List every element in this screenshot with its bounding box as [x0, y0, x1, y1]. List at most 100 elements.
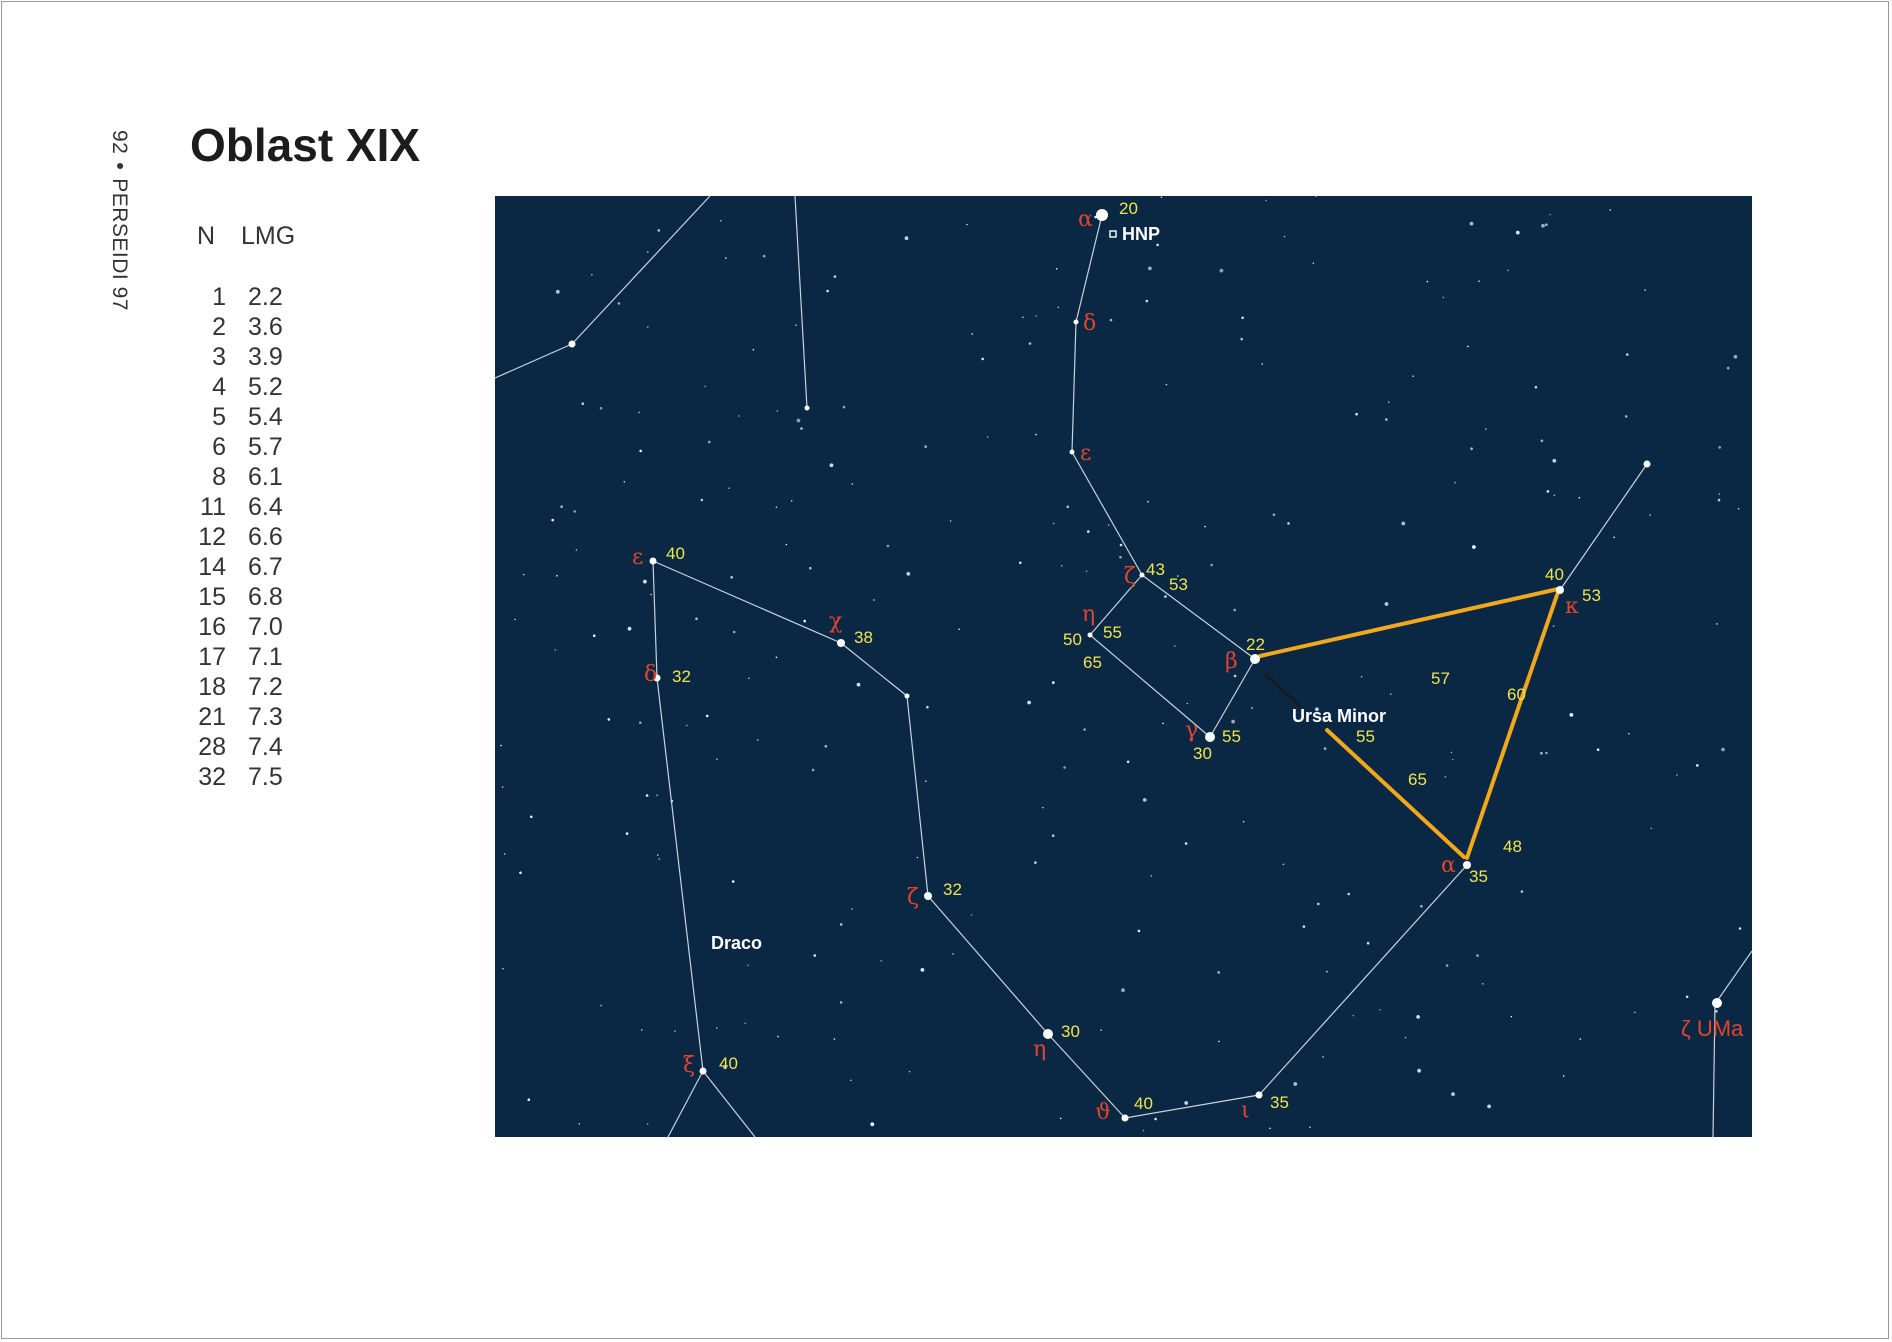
background-star [1718, 493, 1721, 495]
magnitude-labels: 2043535550652255304053576055654835403832… [666, 199, 1601, 1113]
star [804, 405, 810, 411]
background-star [1315, 196, 1318, 197]
cell-n: 17 [198, 643, 226, 671]
magnitude-label: 40 [666, 544, 685, 563]
line-dra-eps-delta [652, 560, 658, 679]
magnitude-label: 60 [1507, 685, 1526, 704]
background-star [1121, 988, 1125, 992]
cell-n: 11 [200, 493, 226, 521]
greek-label: χ [829, 609, 842, 634]
background-star [920, 968, 925, 972]
background-star [757, 739, 759, 741]
background-star [1552, 625, 1555, 627]
background-star [527, 1098, 531, 1101]
star [1205, 732, 1215, 742]
background-star [958, 628, 960, 631]
background-star [833, 1038, 836, 1040]
background-star [514, 618, 516, 621]
background-star [1379, 1009, 1381, 1011]
background-star [716, 758, 718, 760]
cell-n: 1 [212, 283, 226, 311]
background-star [1541, 223, 1545, 228]
background-star [704, 385, 706, 388]
background-star [1027, 700, 1031, 705]
cell-lmg: 3.9 [248, 343, 283, 371]
header-n: N [196, 222, 216, 250]
magnitude-label: 38 [854, 628, 873, 647]
background-star [926, 705, 929, 709]
background-star [1233, 608, 1236, 612]
background-star [952, 953, 954, 955]
background-star [1545, 751, 1548, 755]
background-star [1323, 747, 1327, 750]
background-star [623, 481, 626, 483]
background-star [925, 780, 927, 782]
background-star [1644, 289, 1646, 291]
background-star [555, 289, 560, 294]
star [904, 693, 910, 699]
line-dra-theta-iota [1124, 1094, 1260, 1119]
background-star [1309, 1126, 1311, 1128]
background-star [839, 1001, 843, 1004]
background-star [592, 634, 596, 637]
background-star [1404, 1036, 1407, 1039]
star [699, 1067, 707, 1075]
magnitude-label: 20 [1119, 199, 1138, 218]
background-star [790, 500, 793, 502]
greek-label: δ [1083, 311, 1096, 336]
background-star [1718, 446, 1721, 449]
line-kappa-out [1559, 463, 1648, 591]
background-star [1119, 555, 1122, 559]
background-star [1384, 602, 1389, 606]
cell-lmg: 6.7 [248, 553, 283, 581]
line-dra-delta-xi [656, 677, 704, 1072]
running-head: 92•PERSEIDI 97 [107, 130, 131, 311]
background-star [1469, 221, 1474, 226]
background-star [501, 786, 504, 788]
background-star [643, 579, 647, 584]
magnitude-label: 40 [719, 1054, 738, 1073]
background-star [1251, 707, 1253, 709]
background-star [1177, 575, 1179, 577]
book-title: PERSEIDI 97 [108, 178, 131, 311]
background-star [1063, 766, 1066, 769]
background-star [1649, 514, 1651, 516]
background-star [1165, 383, 1168, 386]
magnitude-label: 40 [1134, 1094, 1153, 1113]
background-star [647, 326, 649, 328]
background-star [1326, 970, 1328, 973]
background-star [638, 411, 640, 414]
background-star [639, 721, 642, 724]
background-star [886, 544, 890, 548]
background-star [839, 923, 843, 926]
background-star [1569, 713, 1574, 717]
background-star [873, 599, 875, 601]
background-star [1145, 299, 1149, 303]
star [1087, 632, 1093, 638]
cell-n: 5 [212, 403, 226, 431]
star [649, 557, 657, 565]
background-star [809, 566, 812, 570]
background-star [1126, 760, 1130, 764]
background-star [1261, 363, 1263, 365]
background-star [1444, 776, 1447, 778]
cell-lmg: 2.2 [248, 283, 283, 311]
background-star [1426, 280, 1429, 283]
background-star [1315, 707, 1319, 712]
background-star [1109, 318, 1113, 322]
background-star [1066, 505, 1070, 509]
line-umi-gamma-beta [1209, 658, 1256, 738]
background-star [1417, 1068, 1421, 1073]
background-star [1552, 458, 1557, 463]
background-star [715, 1027, 718, 1029]
background-star [1055, 268, 1058, 270]
background-star [551, 518, 554, 522]
line-dra-x-zeta [906, 695, 929, 897]
background-star [1470, 447, 1473, 450]
background-star [1562, 1075, 1565, 1077]
cell-n: 3 [212, 343, 226, 371]
